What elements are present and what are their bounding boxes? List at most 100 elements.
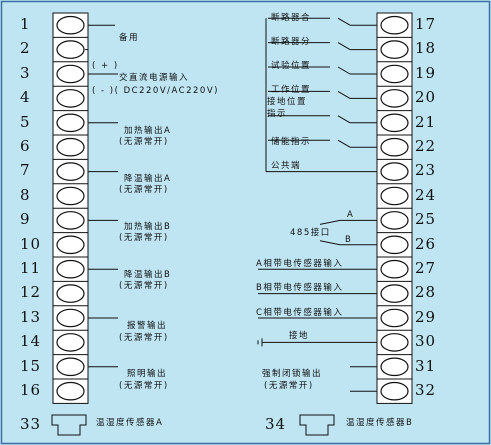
left-terminal-16-number: 16 xyxy=(20,381,42,399)
left-terminal-7-screw xyxy=(56,162,85,181)
label-power-plus: ( + ) xyxy=(92,61,119,71)
right-terminal-30-number: 30 xyxy=(415,332,437,351)
left-terminal-13-number: 13 xyxy=(20,307,42,326)
wiring-lines xyxy=(85,17,377,392)
label-cool-b: 降温输出B xyxy=(124,270,172,280)
label-work-position: 工作位置 xyxy=(271,85,312,95)
left-terminal-10-number: 10 xyxy=(20,234,42,253)
left-terminal-4-screw xyxy=(56,89,85,108)
right-terminal-25-number: 25 xyxy=(415,210,437,229)
label-grounding-position: 接地位置 xyxy=(267,97,308,107)
right-terminal-30-screw xyxy=(380,333,409,352)
left-terminal-6-screw xyxy=(56,137,85,157)
right-terminal-28-screw xyxy=(380,284,409,303)
right-terminal-24-screw xyxy=(380,186,409,206)
label-test-position: 试验位置 xyxy=(271,61,312,71)
right-terminal-32-screw xyxy=(380,381,409,401)
left-terminal-14-screw xyxy=(56,333,85,352)
left-terminal-1-number: 1 xyxy=(20,15,31,33)
left-terminal-3-screw xyxy=(56,64,85,84)
left-terminal-12-screw xyxy=(56,284,85,303)
left-terminal-10-screw xyxy=(56,235,85,255)
right-terminal-22-number: 22 xyxy=(415,137,437,155)
right-terminal-21-screw xyxy=(380,113,409,133)
right-terminal-21-number: 21 xyxy=(415,112,437,131)
right-terminal-29-screw xyxy=(380,308,409,328)
left-terminal-6-number: 6 xyxy=(20,137,31,155)
label-cool-a-note: (无源常开) xyxy=(119,185,169,195)
label-temp-humidity-sensor-b: 温湿度传感器B xyxy=(346,418,414,428)
sensor-connectors xyxy=(51,414,335,436)
right-terminal-31-number: 31 xyxy=(415,356,437,375)
right-terminal-19-number: 19 xyxy=(415,63,437,82)
label-common: 公共端 xyxy=(271,161,302,171)
label-cool-b-note: (无源常开) xyxy=(119,281,169,291)
sensor-connector xyxy=(51,414,87,436)
right-terminal-27-number: 27 xyxy=(415,259,437,277)
label-sensor-c: C相带电传感器输入 xyxy=(256,308,344,318)
right-terminal-26-number: 26 xyxy=(415,234,437,253)
label-heat-a-note: (无源常开) xyxy=(119,137,169,147)
label-heat-b: 加热输出B xyxy=(124,222,172,232)
left-terminal-9-screw xyxy=(56,211,85,230)
sensor-connector xyxy=(299,414,335,436)
left-terminal-14-number: 14 xyxy=(20,332,42,351)
left-terminal-strip xyxy=(52,12,89,404)
label-grounding-indicator: 指示 xyxy=(267,109,288,119)
left-terminal-11-screw xyxy=(56,259,85,279)
label-heat-a: 加热输出A xyxy=(124,126,172,136)
terminal-34-number: 34 xyxy=(265,415,287,433)
label-light: 照明输出 xyxy=(127,369,168,379)
terminal-33-number: 33 xyxy=(20,415,42,433)
left-terminal-15-number: 15 xyxy=(20,356,42,375)
right-terminal-20-screw xyxy=(380,89,409,108)
label-energy-indicator: 储能指示 xyxy=(271,137,312,147)
label-cool-a: 降温输出A xyxy=(124,174,172,184)
label-ground: 接地 xyxy=(289,331,310,341)
label-rs485: 485接口 xyxy=(290,228,331,238)
right-terminal-28-number: 28 xyxy=(415,283,437,302)
label-temp-humidity-sensor-a: 温湿度传感器A xyxy=(96,418,164,428)
label-sensor-b: B相带电传感器输入 xyxy=(256,283,344,293)
right-terminal-25-screw xyxy=(380,211,409,230)
right-terminal-17-screw xyxy=(380,15,409,35)
label-rs485-b: B xyxy=(345,235,353,245)
right-terminal-27-screw xyxy=(380,259,409,279)
right-terminal-31-screw xyxy=(380,357,409,377)
label-light-note: (无源常开) xyxy=(119,381,169,391)
label-power-title: 交直流电源输入 xyxy=(119,73,190,83)
left-terminal-12-number: 12 xyxy=(20,283,42,302)
left-terminal-1-screw xyxy=(56,15,85,35)
label-alarm-note: (无源常开) xyxy=(119,333,169,343)
right-terminal-strip xyxy=(376,12,413,404)
label-breaker-open: 断路器分 xyxy=(271,37,312,47)
left-terminal-16-screw xyxy=(56,381,85,401)
right-terminal-24-number: 24 xyxy=(415,185,437,204)
right-terminal-20-number: 20 xyxy=(415,88,437,107)
label-breaker-close: 断路器合 xyxy=(271,13,312,23)
right-terminal-19-screw xyxy=(380,64,409,84)
label-forced-lock-note: (无源常开) xyxy=(264,381,314,391)
left-terminal-9-number: 9 xyxy=(20,210,31,229)
left-terminal-13-screw xyxy=(56,308,85,328)
left-terminal-4-number: 4 xyxy=(20,88,31,107)
left-terminal-11-number: 11 xyxy=(20,259,42,277)
label-sensor-a: A相带电传感器输入 xyxy=(256,259,344,269)
right-terminal-26-screw xyxy=(380,235,409,255)
right-terminal-18-number: 18 xyxy=(415,39,437,58)
left-terminal-7-number: 7 xyxy=(20,161,31,180)
left-terminal-2-screw xyxy=(56,40,85,59)
label-spare: 备用 xyxy=(119,33,140,43)
label-rs485-a: A xyxy=(347,210,355,220)
right-terminal-23-screw xyxy=(380,162,409,181)
left-terminal-15-screw xyxy=(56,357,85,377)
label-power-minus: ( - )( DC220V/AC220V) xyxy=(92,86,219,96)
left-terminal-5-number: 5 xyxy=(20,112,31,131)
label-forced-lock: 强制闭锁输出 xyxy=(262,369,323,379)
right-terminal-22-screw xyxy=(380,137,409,157)
left-terminal-8-number: 8 xyxy=(20,185,31,204)
right-terminal-17-number: 17 xyxy=(415,15,437,33)
